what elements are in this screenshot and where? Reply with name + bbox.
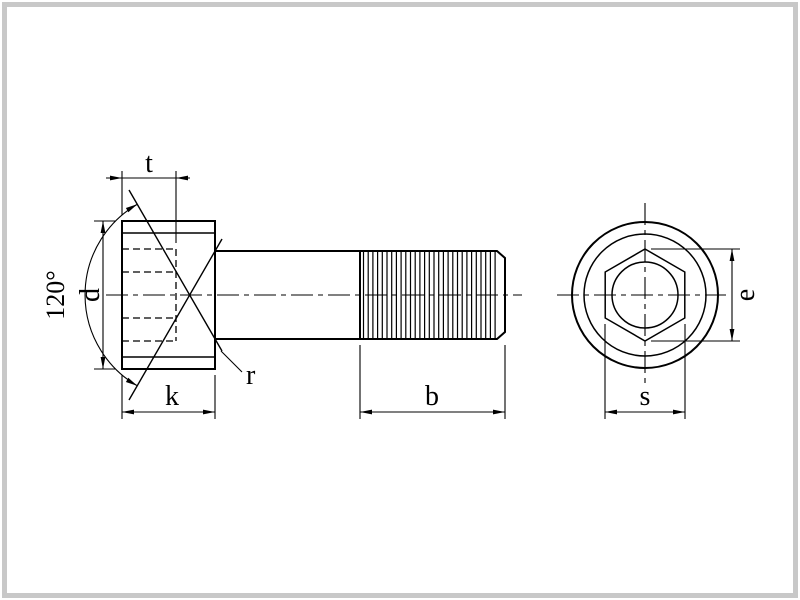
dimension-angle: 120° [41, 203, 138, 387]
label-e: e [730, 289, 761, 301]
k-arrow-left [122, 409, 134, 415]
socket-hidden-lines [122, 248, 177, 342]
r-leader-line [220, 350, 243, 373]
shank-outline [215, 250, 506, 340]
angle-arc [84, 203, 138, 387]
label-t: t [145, 148, 153, 179]
angle-arrow-bottom [125, 377, 138, 386]
k-arrow-right [203, 409, 215, 415]
thread-hatch [362, 251, 496, 339]
side-view [106, 189, 522, 401]
head-chamfer-circle [583, 233, 707, 357]
label-s: s [640, 381, 651, 412]
b-arrow-right [493, 409, 505, 415]
angle-arrow-top [125, 204, 138, 213]
label-d: d [75, 288, 106, 302]
cone-line-ascending [128, 238, 223, 401]
label-b: b [425, 381, 439, 412]
b-arrow-left [360, 409, 372, 415]
d-arrow-bottom [100, 357, 106, 369]
dimension-r: r [220, 350, 256, 391]
dimension-k: k [121, 375, 216, 419]
t-arrow-left [110, 175, 122, 181]
socket-hexagon [604, 248, 686, 342]
e-arrow-bottom [729, 329, 735, 341]
s-arrow-left [605, 409, 617, 415]
label-angle: 120° [41, 270, 70, 319]
e-arrow-top [729, 249, 735, 261]
d-arrow-top [100, 221, 106, 233]
end-view [557, 203, 726, 387]
s-arrow-right [673, 409, 685, 415]
cone-line-descending [128, 189, 223, 352]
dimension-b: b [359, 345, 506, 419]
dimension-e: e [651, 248, 761, 342]
t-arrow-right [176, 175, 188, 181]
socket-cone-circle [611, 261, 679, 329]
dimension-t: t [106, 148, 190, 243]
cone-angle-lines [128, 189, 223, 401]
head-outer-circle [571, 221, 719, 369]
label-r: r [246, 360, 256, 391]
dimension-d: d [75, 220, 116, 370]
dimension-s: s [604, 324, 686, 419]
label-k: k [165, 381, 179, 412]
head-outline [121, 220, 216, 370]
